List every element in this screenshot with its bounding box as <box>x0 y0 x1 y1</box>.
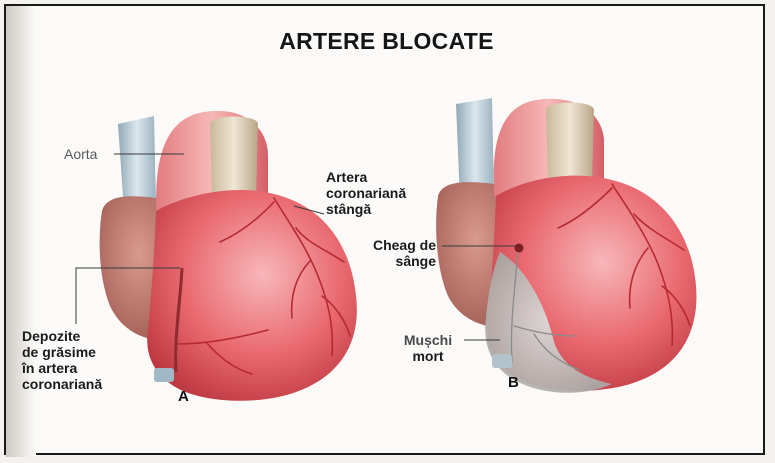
figure-title: ARTERE BLOCATE <box>279 28 494 54</box>
lower-vein-a <box>154 368 174 382</box>
heart-b <box>436 98 697 393</box>
heart-a <box>99 110 357 401</box>
label-aorta: Aorta <box>64 146 98 162</box>
coronary-artery-deposit-a <box>174 267 184 373</box>
panel-letter-a: A <box>178 388 189 405</box>
label-fat-deposits: Depozite de grăsime în artera coronarian… <box>22 328 103 392</box>
panel-letter-b: B <box>508 374 519 391</box>
vena-cava-b <box>456 98 494 200</box>
aorta-a <box>210 116 258 204</box>
label-left-coronary-artery: Artera coronariană stângă <box>326 169 407 217</box>
coronary-vessels-b <box>557 183 691 347</box>
dead-muscle-region <box>485 252 612 393</box>
ventricles-a <box>147 190 357 401</box>
lower-vein-b <box>492 354 512 368</box>
dead-vessels-b <box>510 251 581 371</box>
label-blood-clot: Cheag de sânge <box>372 237 436 269</box>
scan-edge-shadow <box>6 6 36 457</box>
vena-cava-a <box>118 116 156 211</box>
aorta-b <box>546 102 594 192</box>
figure-frame: ARTERE BLOCATE <box>4 4 765 457</box>
leader-lines <box>75 153 516 341</box>
heart-illustrations <box>75 98 697 401</box>
label-dead-muscle: Mușchi mort <box>403 332 453 364</box>
leader-fat-deposits <box>75 267 180 324</box>
blood-clot-mark <box>514 243 524 253</box>
leader-left-coronary <box>293 205 325 215</box>
